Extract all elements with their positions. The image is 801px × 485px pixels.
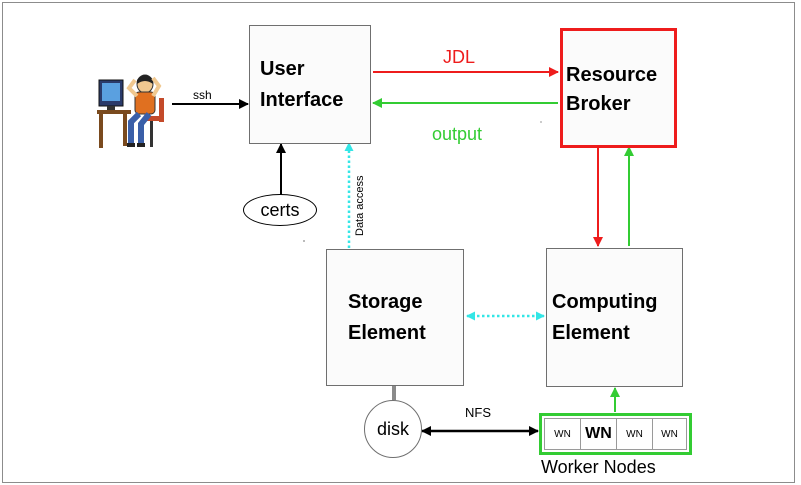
resource-broker-label-line1: Resource: [566, 64, 658, 86]
computing-element-label-line1: Computing: [552, 291, 658, 313]
storage-element-node: Storage Element: [326, 249, 464, 386]
disk-node: disk: [364, 400, 422, 458]
storage-element-label-line2: Element: [348, 322, 426, 344]
resource-broker-label-line2: Broker: [566, 93, 631, 115]
computing-element-label-line2: Element: [552, 322, 630, 344]
certs-label: certs: [260, 199, 300, 220]
user-at-computer-icon: [97, 74, 164, 148]
data-access-label: Data access: [354, 175, 366, 236]
storage-element-label-line1: Storage: [348, 291, 423, 313]
user-interface-label-line2: Interface: [260, 89, 344, 111]
user-interface-node: User Interface: [249, 25, 371, 144]
worker-node: WN: [661, 428, 678, 440]
output-label: output: [432, 124, 483, 144]
user-interface-label-line1: User: [260, 58, 305, 80]
disk-label: disk: [376, 418, 409, 439]
worker-node: WN: [581, 419, 617, 449]
jdl-label: JDL: [443, 47, 476, 67]
nfs-label: NFS: [465, 405, 491, 420]
resource-broker-node: Resource Broker: [560, 28, 677, 148]
ssh-label: ssh: [193, 88, 212, 102]
certs-node: certs: [243, 194, 317, 226]
worker-node: WN: [617, 419, 653, 449]
worker-nodes-group: WN WN WN WN: [539, 413, 692, 455]
worker-node: WN: [545, 419, 581, 449]
worker-nodes-caption: Worker Nodes: [541, 457, 656, 477]
computing-element-node: Computing Element: [546, 248, 683, 387]
